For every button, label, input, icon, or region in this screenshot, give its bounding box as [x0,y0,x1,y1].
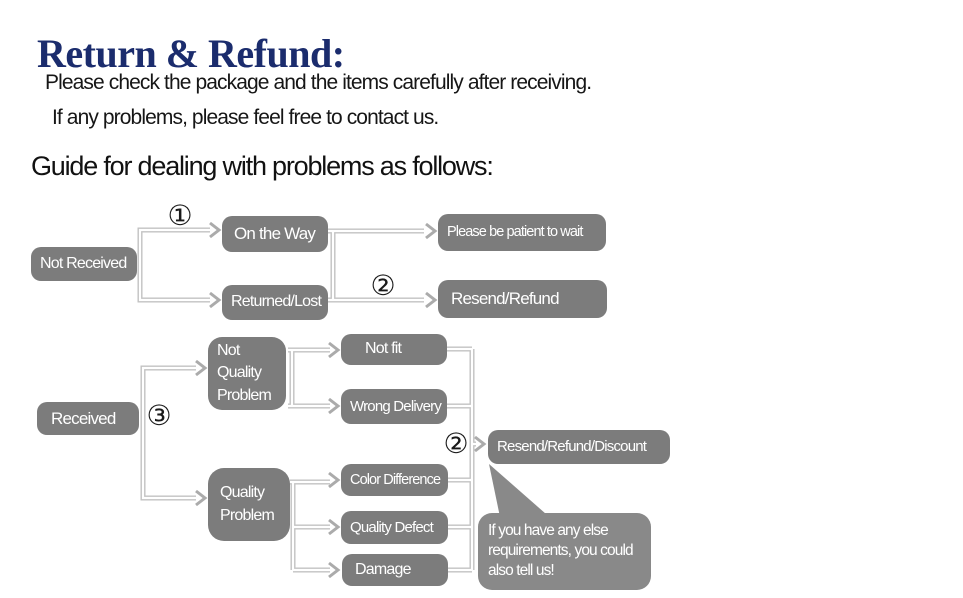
node-damage: Damage [342,554,448,586]
node-on-the-way: On the Way [222,216,328,252]
step-marker-3: ③ [146,399,172,432]
node-resend-refund-discount: Resend/Refund/Discount [488,430,670,464]
intro-line-2: If any problems, please feel free to con… [52,106,439,129]
node-not-quality-problem: Not Quality Problem [208,337,286,410]
intro-line-1: Please check the package and the items c… [45,71,592,94]
arrowhead-icons [195,221,487,579]
node-quality-defect: Quality Defect [341,511,448,544]
speech-bubble-tail [489,464,546,517]
node-quality-problem: Quality Problem [208,468,290,541]
node-not-fit: Not fit [341,334,447,365]
step-marker-2-shipping: ② [370,269,396,302]
node-color-difference: Color Difference [341,464,448,496]
step-marker-2-received: ② [443,427,469,460]
node-wrong-delivery: Wrong Delivery [341,389,447,424]
node-received: Received [37,402,139,435]
step-marker-1: ① [167,199,193,232]
guide-heading: Guide for dealing with problems as follo… [31,151,494,181]
node-returned-lost: Returned/Lost [222,285,328,320]
node-please-be-patient: Please be patient to wait [438,214,606,251]
speech-bubble: If you have any else requirements, you c… [478,513,651,590]
node-not-received: Not Received [31,247,137,281]
connector-lines-inner [138,228,476,572]
page-title: Return & Refund: [37,30,345,76]
node-resend-refund: Resend/Refund [438,280,607,318]
